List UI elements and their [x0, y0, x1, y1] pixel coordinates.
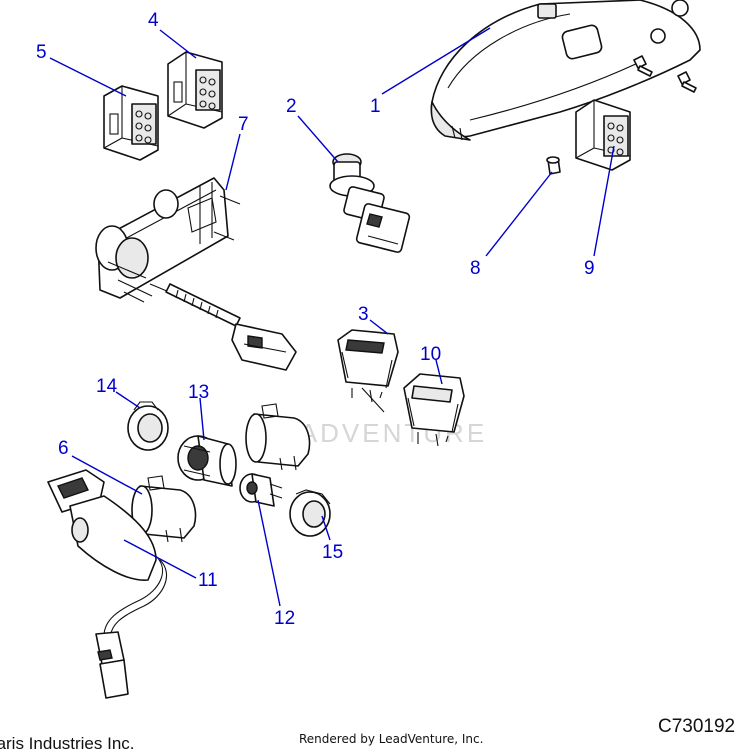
part-5-connector [103, 85, 159, 161]
leader-9 [593, 145, 615, 257]
part-11-socket-pigtail [47, 469, 168, 699]
part-9-connector [575, 99, 631, 171]
callout-12: 12 [274, 608, 295, 629]
part-screws [633, 55, 697, 93]
leader-7 [225, 133, 241, 191]
leader-8 [485, 171, 553, 257]
callout-13: 13 [188, 382, 209, 403]
part-12-connector [239, 473, 283, 507]
leader-5 [49, 57, 127, 97]
callout-7: 7 [238, 114, 249, 135]
part-13-socket-body [177, 435, 237, 487]
leader-12 [257, 499, 281, 607]
callouts: 1 2 3 4 5 6 7 8 9 10 11 12 13 14 15 [36, 10, 595, 629]
callout-11: 11 [198, 570, 218, 591]
callout-8: 8 [470, 258, 481, 279]
callout-3: 3 [358, 304, 369, 325]
leader-3 [369, 319, 389, 335]
part-10-rocker-switch [403, 373, 465, 447]
part-14-ring [127, 401, 169, 451]
leader-14 [115, 391, 141, 409]
leader-4 [159, 29, 197, 59]
callout-15: 15 [322, 542, 343, 563]
part-2-ignition-switch [329, 153, 411, 253]
callout-2: 2 [286, 96, 297, 117]
part-15-nut [289, 489, 331, 537]
leader-2 [297, 115, 339, 163]
part-8-bolt [546, 156, 561, 175]
leader-15 [321, 515, 331, 541]
part-3-rocker-switch [337, 329, 399, 413]
leader-lines [49, 27, 615, 607]
part-7-bracket-harness [95, 177, 297, 371]
part-socket-housing [245, 403, 311, 471]
callout-4: 4 [148, 10, 159, 31]
callout-9: 9 [584, 258, 595, 279]
leader-11 [123, 539, 197, 579]
leader-13 [199, 397, 205, 441]
copyright-text: Polaris Industries Inc. [0, 734, 135, 753]
diagram-code: C730192 [658, 716, 736, 737]
rendered-by-text: Rendered by LeadVenture, Inc. [299, 732, 484, 746]
leader-6 [71, 455, 143, 495]
callout-14: 14 [96, 376, 118, 397]
callout-6: 6 [58, 438, 69, 459]
part-1-instrument-cluster [430, 0, 701, 141]
leader-10 [435, 359, 443, 385]
leader-1 [381, 27, 491, 95]
callout-5: 5 [36, 42, 47, 63]
callout-1: 1 [370, 96, 381, 117]
part-4-connector [167, 51, 223, 129]
callout-10: 10 [420, 344, 441, 365]
